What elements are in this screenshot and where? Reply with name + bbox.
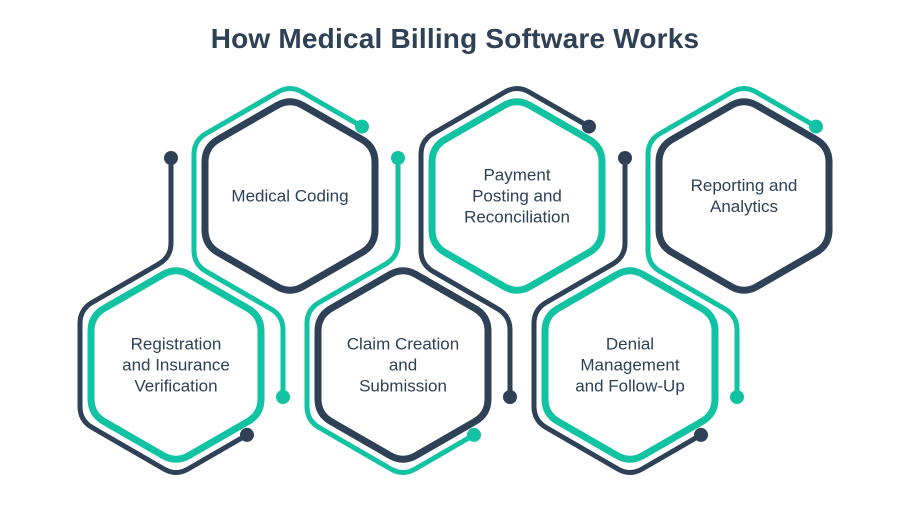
hexagon-label-reporting-analytics: Reporting and Analytics — [690, 176, 798, 216]
connector-dot-claim-creation-submission-end — [467, 427, 481, 442]
hexagon-label-denial-management-follow-up: Denial Management and Follow-Up — [575, 334, 685, 396]
connector-dot-denial-management-follow-up-end — [694, 427, 708, 442]
hexagon-label-payment-posting-reconciliation: Payment Posting and Reconciliation — [464, 165, 570, 227]
hexagon-label-registration-insurance-verification: Registration and Insurance Verification — [122, 334, 230, 396]
hexagon-denial-management-follow-up — [541, 267, 719, 463]
hexagon-medical-coding — [201, 98, 379, 294]
connector-dot-registration-insurance-verification-end — [240, 427, 254, 442]
connector-trace-reporting-analytics — [645, 86, 819, 400]
connector-dot-claim-creation-submission-start — [391, 151, 405, 165]
hexagon-label-claim-creation-submission: Claim Creation and Submission — [346, 334, 460, 396]
hexagon-reporting-analytics — [655, 98, 833, 294]
connector-dot-payment-posting-reconciliation-end — [503, 390, 517, 404]
connector-dot-reporting-analytics-start — [809, 119, 823, 134]
hexagon-registration-insurance-verification — [87, 267, 265, 463]
connector-dot-medical-coding-start — [355, 119, 369, 134]
page-title: How Medical Billing Software Works — [210, 23, 700, 54]
connector-dot-reporting-analytics-end — [730, 390, 744, 404]
connector-dot-registration-insurance-verification-start — [164, 151, 178, 165]
connector-trace-registration-insurance-verification — [77, 155, 250, 475]
connector-trace-payment-posting-reconciliation — [418, 86, 592, 400]
hexagon-label-medical-coding: Medical Coding — [231, 186, 349, 206]
connector-dot-payment-posting-reconciliation-start — [582, 119, 596, 134]
connector-trace-denial-management-follow-up — [531, 155, 704, 475]
connector-dot-denial-management-follow-up-start — [618, 151, 632, 165]
connector-dot-medical-coding-end — [276, 390, 290, 404]
hexagon-payment-posting-reconciliation — [428, 98, 606, 294]
hexagon-claim-creation-submission — [314, 267, 492, 463]
connector-trace-claim-creation-submission — [304, 155, 477, 475]
connector-trace-medical-coding — [191, 86, 365, 400]
